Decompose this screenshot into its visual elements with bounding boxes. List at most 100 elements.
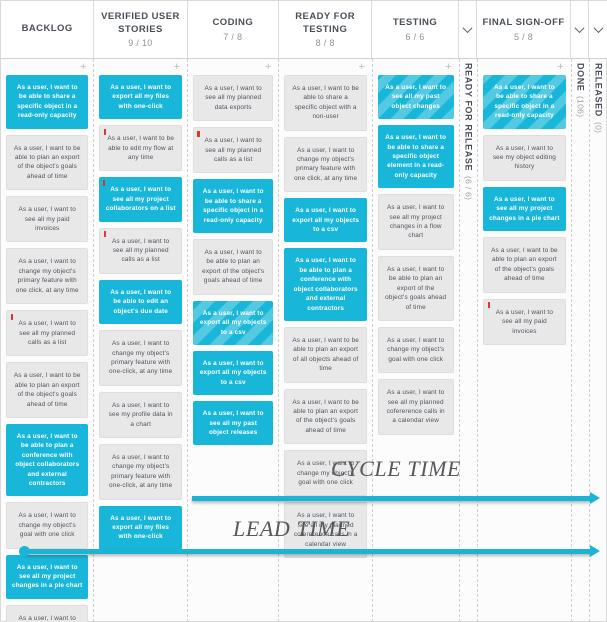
card[interactable]: As a user, I want to see my profile data… (99, 391, 182, 438)
card[interactable]: As a user, I want to see all my project … (99, 177, 182, 222)
cycle-time-label: CYCLE TIME (331, 456, 462, 481)
card-text: As a user, I want to change my object's … (18, 512, 76, 539)
column-title: BACKLOG (21, 23, 73, 35)
card[interactable]: As a user, I want to be able to edit my … (99, 125, 182, 172)
card[interactable]: As a user, I want to see all my project … (6, 604, 89, 622)
card[interactable]: As a user, I want to see all my planned … (99, 227, 182, 274)
column-header-backlog[interactable]: BACKLOG (1, 1, 95, 58)
card[interactable]: As a user, I want to see all my planned … (284, 502, 367, 558)
card[interactable]: As a user, I want to see all my planned … (6, 310, 89, 357)
card[interactable]: As a user, I want to change my object's … (284, 136, 367, 193)
card[interactable]: As a user, I want to be able to plan a c… (6, 423, 89, 497)
card[interactable]: As a user, I want to be able to plan an … (377, 255, 454, 321)
card[interactable]: As a user, I want to see all my planned … (192, 127, 274, 174)
card[interactable]: As a user, I want to be able to share a … (284, 75, 367, 131)
card[interactable]: As a user, I want to be able to share a … (483, 75, 566, 129)
card[interactable]: As a user, I want to be able to share a … (377, 125, 454, 189)
card[interactable]: As a user, I want to change my object's … (284, 450, 367, 497)
card-text: As a user, I want to be able to plan an … (385, 265, 447, 311)
card[interactable]: As a user, I want to see all my planned … (377, 379, 454, 435)
card[interactable]: As a user, I want to see all my past obj… (192, 401, 274, 446)
card-text: As a user, I want to change my object's … (294, 146, 358, 182)
card-text: As a user, I want to see all my planned … (293, 512, 358, 548)
lead-time-label: LEAD TIME (233, 516, 351, 541)
collapsed-lane-released[interactable]: RELEASED(0) (590, 59, 607, 622)
collapse-done[interactable] (571, 1, 590, 58)
card[interactable]: As a user, I want to see all my project … (377, 194, 454, 250)
card[interactable]: As a user, I want to be able to edit an … (99, 279, 182, 325)
card[interactable]: As a user, I want to be able to plan an … (192, 239, 274, 295)
card[interactable]: As a user, I want to export all my files… (99, 505, 182, 550)
column-final-sign-off: + As a user, I want to be able to share a… (478, 59, 572, 622)
card[interactable]: As a user, I want to export all my objec… (192, 300, 274, 345)
card-text: As a user, I want to see all my planned … (18, 320, 76, 346)
add-card-button[interactable]: + (358, 60, 365, 73)
card[interactable]: As a user, I want to be able to share a … (192, 179, 274, 234)
collapsed-lane-ready-for-release[interactable]: READY FOR RELEASE(6 / 6) (460, 59, 479, 622)
column-coding: +As a user, I want to see all my planned… (188, 59, 280, 622)
card[interactable]: As a user, I want to change my object's … (99, 330, 182, 386)
add-card-button[interactable]: + (445, 60, 452, 73)
card[interactable]: As a user, I want to be able to plan an … (6, 134, 89, 191)
board-body: + As a user, I want to be able to share a… (1, 59, 607, 622)
card[interactable]: As a user, I want to export all my objec… (192, 350, 274, 396)
card[interactable]: As a user, I want to see my object editi… (483, 134, 566, 181)
column-wip-count: 9 / 10 (128, 38, 153, 48)
blocked-flag-icon (103, 231, 107, 238)
add-card-button[interactable]: + (80, 60, 87, 73)
collapsed-lane-header: RELEASED(0) (594, 63, 604, 133)
card[interactable]: As a user, I want to be able to plan a c… (284, 248, 367, 321)
card[interactable]: As a user, I want to change my object's … (99, 443, 182, 500)
column-wip-count: 7 / 8 (223, 31, 243, 42)
add-card-button[interactable]: + (557, 60, 564, 73)
blocked-flag-icon (197, 130, 200, 137)
card[interactable]: As a user, I want to export all my objec… (284, 198, 367, 243)
card-text: As a user, I want to be able to share a … (385, 134, 447, 179)
card-text: As a user, I want to export all my objec… (199, 309, 267, 336)
card[interactable]: As a user, I want to export all my files… (99, 75, 182, 120)
card-text: As a user, I want to change my object's … (109, 340, 173, 376)
card[interactable]: As a user, I want to see all my project … (6, 554, 89, 599)
card-text: As a user, I want to see all my project … (387, 204, 445, 240)
card-text: As a user, I want to export all my files… (110, 84, 172, 110)
column-title: READY FOR TESTING (295, 11, 356, 35)
column-wip-count: 8 / 8 (315, 38, 335, 48)
column-title: TESTING (392, 17, 438, 29)
chevron-down-icon (462, 23, 473, 34)
card-text: As a user, I want to be able to plan an … (292, 336, 360, 373)
card[interactable]: As a user, I want to be able to plan an … (483, 237, 566, 293)
collapse-ready-for-release[interactable] (459, 1, 478, 58)
card[interactable]: As a user, I want to be able to plan an … (284, 326, 367, 383)
card[interactable]: As a user, I want to be able to share a … (6, 75, 89, 129)
collapsed-lane-done[interactable]: DONE(106) (572, 59, 591, 622)
collapse-released[interactable] (589, 1, 607, 58)
card-text: As a user, I want to change my object's … (387, 336, 445, 363)
blocked-flag-icon (487, 302, 491, 309)
card-text: As a user, I want to see all my planned … (204, 85, 262, 111)
card[interactable]: As a user, I want to see all my project … (483, 186, 566, 232)
card[interactable]: As a user, I want to change my object's … (377, 326, 454, 374)
card[interactable]: As a user, I want to see all my paid inv… (6, 196, 89, 243)
card-text: As a user, I want to see all my project … (489, 195, 560, 222)
column-header-ready-for-testing[interactable]: READY FOR TESTING 8 / 8 (279, 1, 373, 58)
cycle-time-arrow (192, 492, 600, 504)
card-text: As a user, I want to see all my paid inv… (18, 206, 76, 233)
card-text: As a user, I want to be able to plan an … (202, 249, 265, 285)
card[interactable]: As a user, I want to see all my planned … (192, 75, 274, 122)
card-text: As a user, I want to be able to edit an … (110, 288, 172, 315)
card-text: As a user, I want to export all my files… (110, 514, 172, 541)
card[interactable]: As a user, I want to be able to plan an … (284, 388, 367, 445)
card[interactable]: As a user, I want to be able to plan an … (6, 362, 89, 418)
card[interactable]: As a user, I want to see all my paid inv… (483, 298, 566, 345)
card[interactable]: As a user, I want to change my object's … (6, 502, 89, 549)
add-card-button[interactable]: + (265, 60, 272, 73)
card[interactable]: As a user, I want to change my object's … (6, 248, 89, 305)
card[interactable]: As a user, I want to see all my past obj… (377, 75, 454, 120)
add-card-button[interactable]: + (173, 60, 180, 73)
card-text: As a user, I want to see my object editi… (492, 144, 556, 171)
